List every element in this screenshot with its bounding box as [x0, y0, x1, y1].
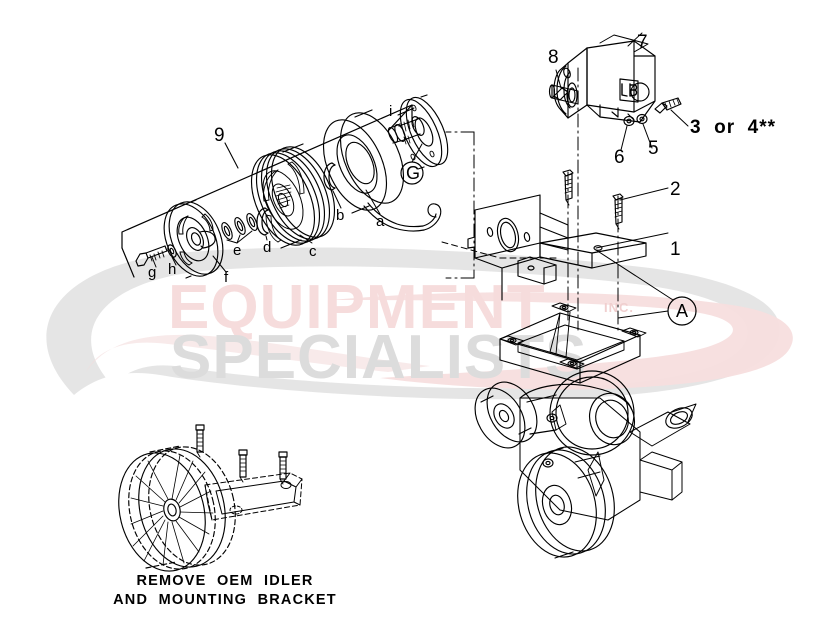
alpha-leaders — [151, 189, 381, 273]
part-i-rotor-plate — [387, 94, 449, 170]
callout-a: a — [376, 213, 385, 230]
callout-5: 5 — [648, 138, 659, 159]
part-2-bolt-second — [612, 193, 624, 230]
callout-9: 9 — [214, 125, 225, 146]
part-a-field-coil — [322, 109, 442, 232]
watermark-text-inc: INC. — [604, 300, 634, 315]
part-7-pump — [548, 34, 656, 123]
idler-bolts — [195, 424, 288, 485]
part-8-key — [553, 87, 569, 101]
engine-assembly — [474, 370, 697, 559]
callout-g: g — [148, 264, 157, 281]
callout-d: d — [263, 239, 272, 256]
part-3-or-4-bolt — [654, 97, 682, 114]
callout-e: e — [233, 242, 242, 259]
part-g-bolt — [135, 245, 168, 267]
idler-caption-line2: AND MOUNTING BRACKET — [113, 592, 337, 608]
callout-6: 6 — [614, 147, 625, 168]
part-2-bolt — [562, 169, 574, 206]
callout-7: 7 — [637, 32, 648, 53]
part-e-shims — [221, 213, 258, 240]
callout-3-or-4: 3 or 4** — [690, 117, 777, 138]
idler-caption-line1: REMOVE OEM IDLER — [136, 573, 314, 589]
part-1-mounting-bracket — [467, 194, 647, 301]
callout-2: 2 — [670, 179, 681, 200]
ref-A-label: A — [676, 301, 689, 321]
callout-b: b — [336, 207, 345, 224]
part-b-snapring — [323, 162, 336, 191]
callout-f: f — [224, 269, 229, 286]
callout-h: h — [168, 261, 177, 278]
watermark-text-equipment: EQUIPMENT — [168, 273, 546, 342]
part-5-flatwasher — [636, 113, 648, 125]
callout-c: c — [309, 243, 317, 260]
bracket-centerlines — [441, 241, 561, 259]
ref-G-label: G — [406, 163, 421, 183]
callout-8: 8 — [548, 47, 559, 68]
group-9-leader — [224, 142, 239, 169]
watermark-text-specialists: SPECIALISTS — [170, 323, 588, 392]
callout-i: i — [389, 103, 393, 120]
part-f-clutch-plate — [163, 199, 224, 279]
oem-idler-assembly — [118, 424, 303, 572]
part-c-pulley — [250, 143, 336, 249]
callout-1: 1 — [670, 239, 681, 260]
part-6-lockwasher — [623, 115, 635, 127]
part-h-washer — [167, 244, 177, 258]
